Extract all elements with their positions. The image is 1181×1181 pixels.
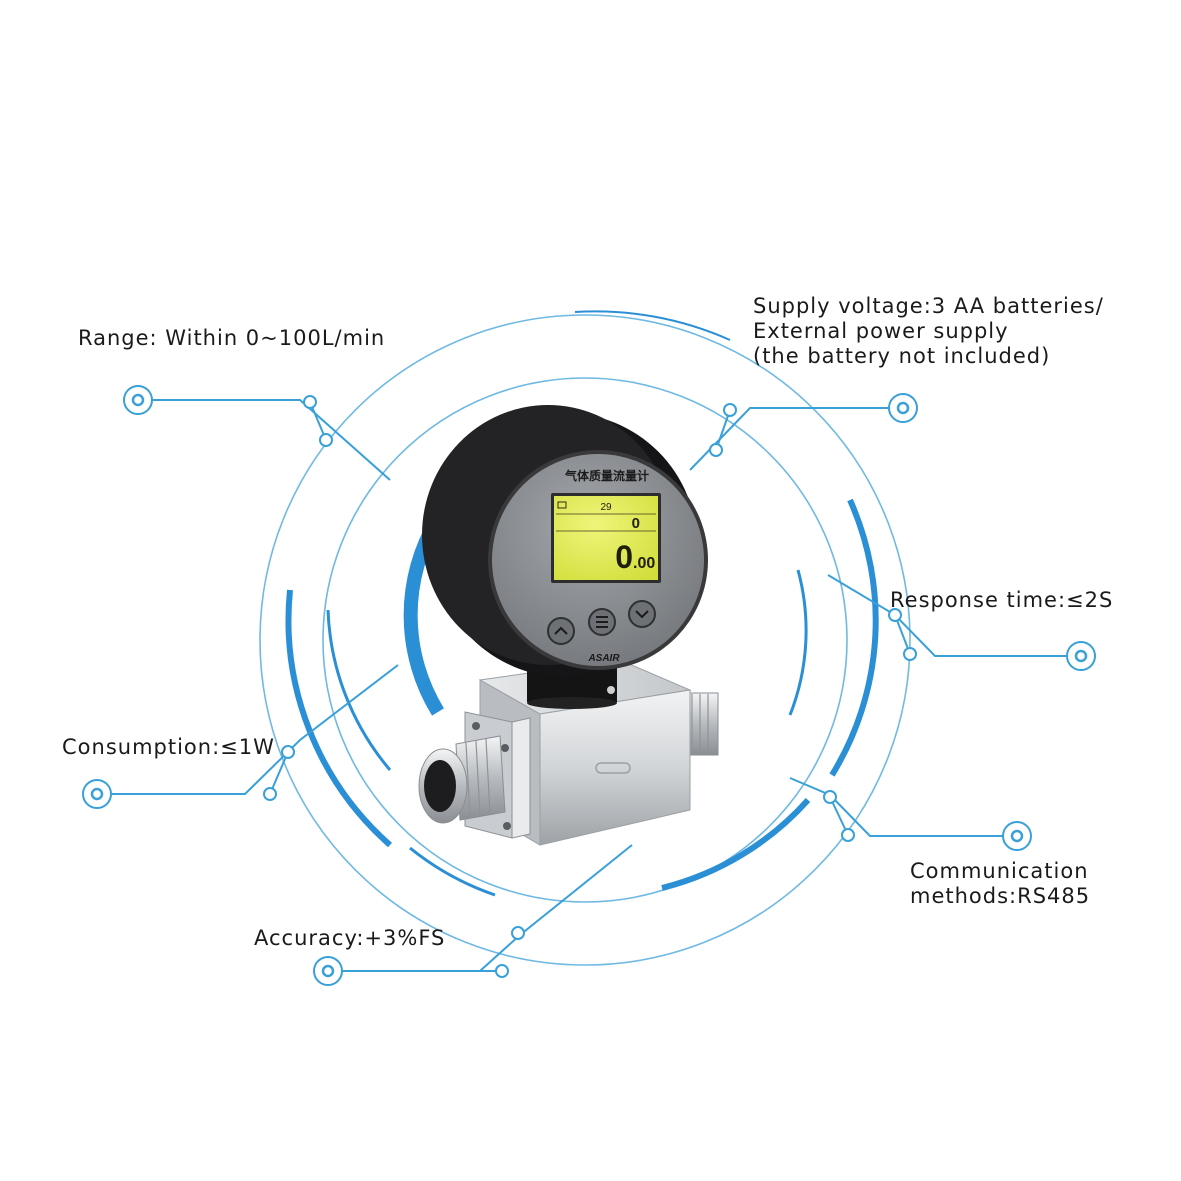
leader-communication-2 <box>829 796 849 836</box>
spec-response-text: Response time:≤2S <box>890 588 1114 612</box>
node-accuracy-2 <box>495 964 509 978</box>
spec-accuracy: Accuracy:+3%FS <box>254 926 445 951</box>
node-response <box>888 608 902 622</box>
leader-consumption <box>97 664 399 795</box>
lcd-mid-value: 0 <box>632 515 640 532</box>
menu-icon <box>596 616 608 628</box>
spec-range: Range: Within 0~100L/min <box>78 326 385 351</box>
target-accuracy-inner <box>321 964 335 978</box>
down-button[interactable] <box>628 600 656 628</box>
spec-range-text: Range: Within 0~100L/min <box>78 326 386 350</box>
spec-supply-line2: External power supply <box>753 319 1009 343</box>
lcd-top-value: 29 <box>600 502 612 513</box>
node-communication <box>823 790 837 804</box>
arc-bottom-thick <box>661 797 811 891</box>
face-title: 气体质量流量计 <box>564 468 649 483</box>
arc-bottom-left <box>409 846 496 897</box>
spec-communication: Communication methods:RS485 <box>910 859 1090 909</box>
spec-response-time: Response time:≤2S <box>890 588 1113 613</box>
left-fitting <box>418 735 506 824</box>
leader-response <box>827 574 1081 657</box>
spec-supply-line3: (the battery not included) <box>753 344 1051 368</box>
target-communication-inner <box>1010 829 1024 843</box>
target-response-outer <box>1066 641 1096 671</box>
node-supply <box>723 403 737 417</box>
leader-accuracy <box>328 844 633 972</box>
target-consumption-inner <box>90 787 104 801</box>
target-range-outer <box>123 385 153 415</box>
spec-supply-line1: Supply voltage:3 AA batteries/ <box>753 294 1104 318</box>
spec-communication-line2: methods:RS485 <box>910 884 1091 908</box>
lcd-main-value: 0 <box>615 539 633 575</box>
spec-communication-line1: Communication <box>910 859 1089 883</box>
target-accuracy-outer <box>313 956 343 986</box>
node-communication-2 <box>841 828 855 842</box>
middle-ring <box>322 377 848 903</box>
node-accuracy <box>511 926 525 940</box>
arc-right-thin <box>788 569 808 716</box>
lcd-screen: 29 0 0 .00 <box>551 493 661 583</box>
node-range-2 <box>303 395 317 409</box>
leader-range <box>138 399 391 481</box>
leader-consumption-2 <box>269 751 289 795</box>
chevron-down-icon <box>635 610 649 619</box>
leader-communication <box>789 777 1017 837</box>
node-range <box>319 433 333 447</box>
target-response-inner <box>1074 649 1088 663</box>
lcd-main-decimals: .00 <box>633 555 655 572</box>
up-button[interactable] <box>547 617 575 645</box>
target-range-inner <box>131 393 145 407</box>
battery-icon <box>557 501 567 509</box>
spec-consumption-text: Consumption:≤1W <box>62 735 275 759</box>
node-consumption-2 <box>263 787 277 801</box>
arc-right-thick <box>829 498 879 777</box>
node-response-2 <box>903 647 917 661</box>
spec-accuracy-text: Accuracy:+3%FS <box>254 926 446 950</box>
node-supply-2 <box>709 443 723 457</box>
spec-supply-voltage: Supply voltage:3 AA batteries/ External … <box>753 294 1104 369</box>
spec-consumption: Consumption:≤1W <box>62 735 275 760</box>
target-supply-inner <box>896 401 910 415</box>
arc-left-mid <box>326 609 392 771</box>
menu-button[interactable] <box>588 608 616 636</box>
node-consumption <box>281 745 295 759</box>
target-consumption-outer <box>82 779 112 809</box>
brand-logo: ASAIR <box>587 653 620 664</box>
chevron-up-icon <box>554 626 568 635</box>
target-communication-outer <box>1002 821 1032 851</box>
outer-ring <box>259 314 911 966</box>
arc-top-right <box>574 310 731 341</box>
target-supply-outer <box>888 393 918 423</box>
arc-left-outer <box>285 589 392 848</box>
leader-supply-2 <box>715 409 731 451</box>
